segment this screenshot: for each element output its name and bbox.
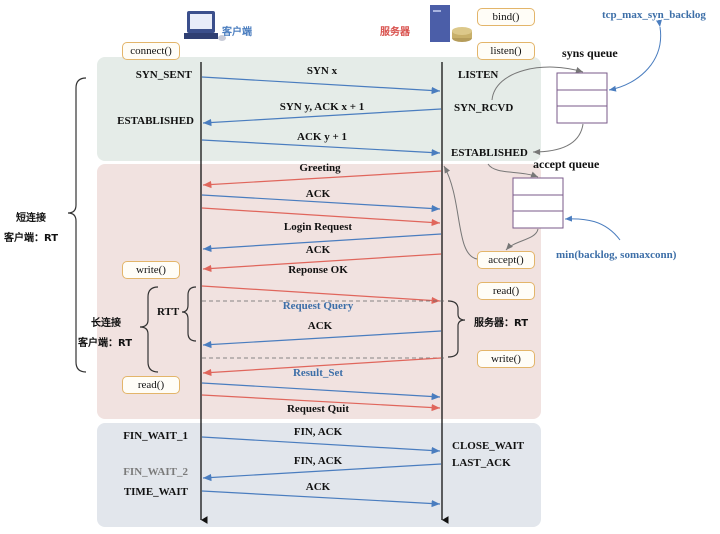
listen-call: listen() [477,42,535,60]
long-conn-brace [139,286,159,373]
server-read-call: read() [477,282,535,300]
arrow-login-request [201,207,441,227]
arrow-fin-ack1 [201,436,441,455]
msg-ack2: ACK [305,244,331,256]
short-conn-label: 短连接 [16,213,46,224]
curve-syn-backlog-param [608,19,662,92]
client-computer-icon [184,11,226,41]
msg-greeting: Greeting [299,162,341,174]
arrow-fin-ack2 [202,463,442,482]
accept-queue-label: accept queue [533,157,600,171]
arrow-syn [201,76,441,95]
client-read-call: read() [122,376,180,394]
curve-accept-queue-to-accept [505,228,539,251]
long-conn-label: 长连接 [91,318,121,329]
server-title: 服务器 [380,27,410,38]
server-write-call: write() [477,350,535,368]
client-title: 客户端 [222,27,252,38]
bind-call: bind() [477,8,535,26]
msg-request-quit: Request Quit [286,403,350,415]
arrow-ack [201,139,441,157]
msg-login-request: Login Request [283,221,353,233]
server-icon [430,5,472,42]
msg-response-ok: Reponse OK [288,264,348,276]
server-rt-label: 服务器：RT [474,318,529,329]
state-listen: LISTEN [458,69,499,81]
state-client-established: ESTABLISHED [117,115,194,127]
state-time-wait: TIME_WAIT [123,486,188,498]
short-conn-brace [67,77,87,373]
state-server-established: ESTABLISHED [451,147,528,159]
msg-ack-y: ACK y + 1 [297,131,347,143]
arrow-final-ack [201,490,441,508]
arrow-client-ack [201,382,441,401]
syns-queue-box [556,72,608,124]
handshake-phase-zone [97,57,541,161]
state-last-ack: LAST_ACK [452,457,511,469]
server-rt-brace [447,300,466,358]
msg-syn-x: SYN x [306,65,338,77]
accept-backlog-param: min(backlog, somaxconn) [556,249,677,261]
state-syn-sent: SYN_SENT [135,69,192,81]
curve-established-to-accept-queue [487,163,539,178]
accept-queue-box [512,177,564,229]
arrow-ack3 [202,330,442,349]
rtt-brace [181,286,197,342]
connection-close-phase-zone [97,423,541,527]
curve-accept-backlog-param [564,215,621,241]
curve-listen-to-syns-queue [491,66,584,101]
connect-call: connect() [122,42,180,60]
client-write-call: write() [122,261,180,279]
msg-syn-ack: SYN y, ACK x + 1 [279,101,365,113]
msg-result-set: Result_Set [292,367,344,379]
long-conn-rt-label: 客户端：RT [78,338,133,349]
state-syn-rcvd: SYN_RCVD [454,102,514,114]
arrow-request-query [201,285,441,305]
state-fin-wait-1: FIN_WAIT_1 [123,430,188,442]
syns-queue-label: syns queue [562,46,618,60]
arrow-syn-ack [202,108,442,127]
msg-fin-ack2: FIN, ACK [293,455,343,467]
arrow-response-ok [202,253,442,273]
arrow-ack2 [202,233,442,253]
rtt-label: RTT [157,306,180,318]
msg-fin-ack1: FIN, ACK [293,426,343,438]
state-fin-wait-2: FIN_WAIT_2 [123,466,188,478]
syn-backlog-param: tcp_max_syn_backlog [602,9,706,21]
msg-ack-final: ACK [305,481,331,493]
arrow-greeting [202,170,442,189]
msg-ack1: ACK [305,188,331,200]
arrow-request-quit [201,394,441,412]
curve-syns-queue-to-established [532,123,584,155]
msg-request-query: Request Query [282,300,354,312]
arrow-ack1 [201,194,441,213]
state-close-wait: CLOSE_WAIT [452,440,525,452]
curve-accept-to-server [443,165,478,260]
accept-call: accept() [477,251,535,269]
arrow-result-set [202,357,442,377]
short-conn-rt-label: 客户端：RT [4,233,59,244]
msg-ack3: ACK [307,320,333,332]
